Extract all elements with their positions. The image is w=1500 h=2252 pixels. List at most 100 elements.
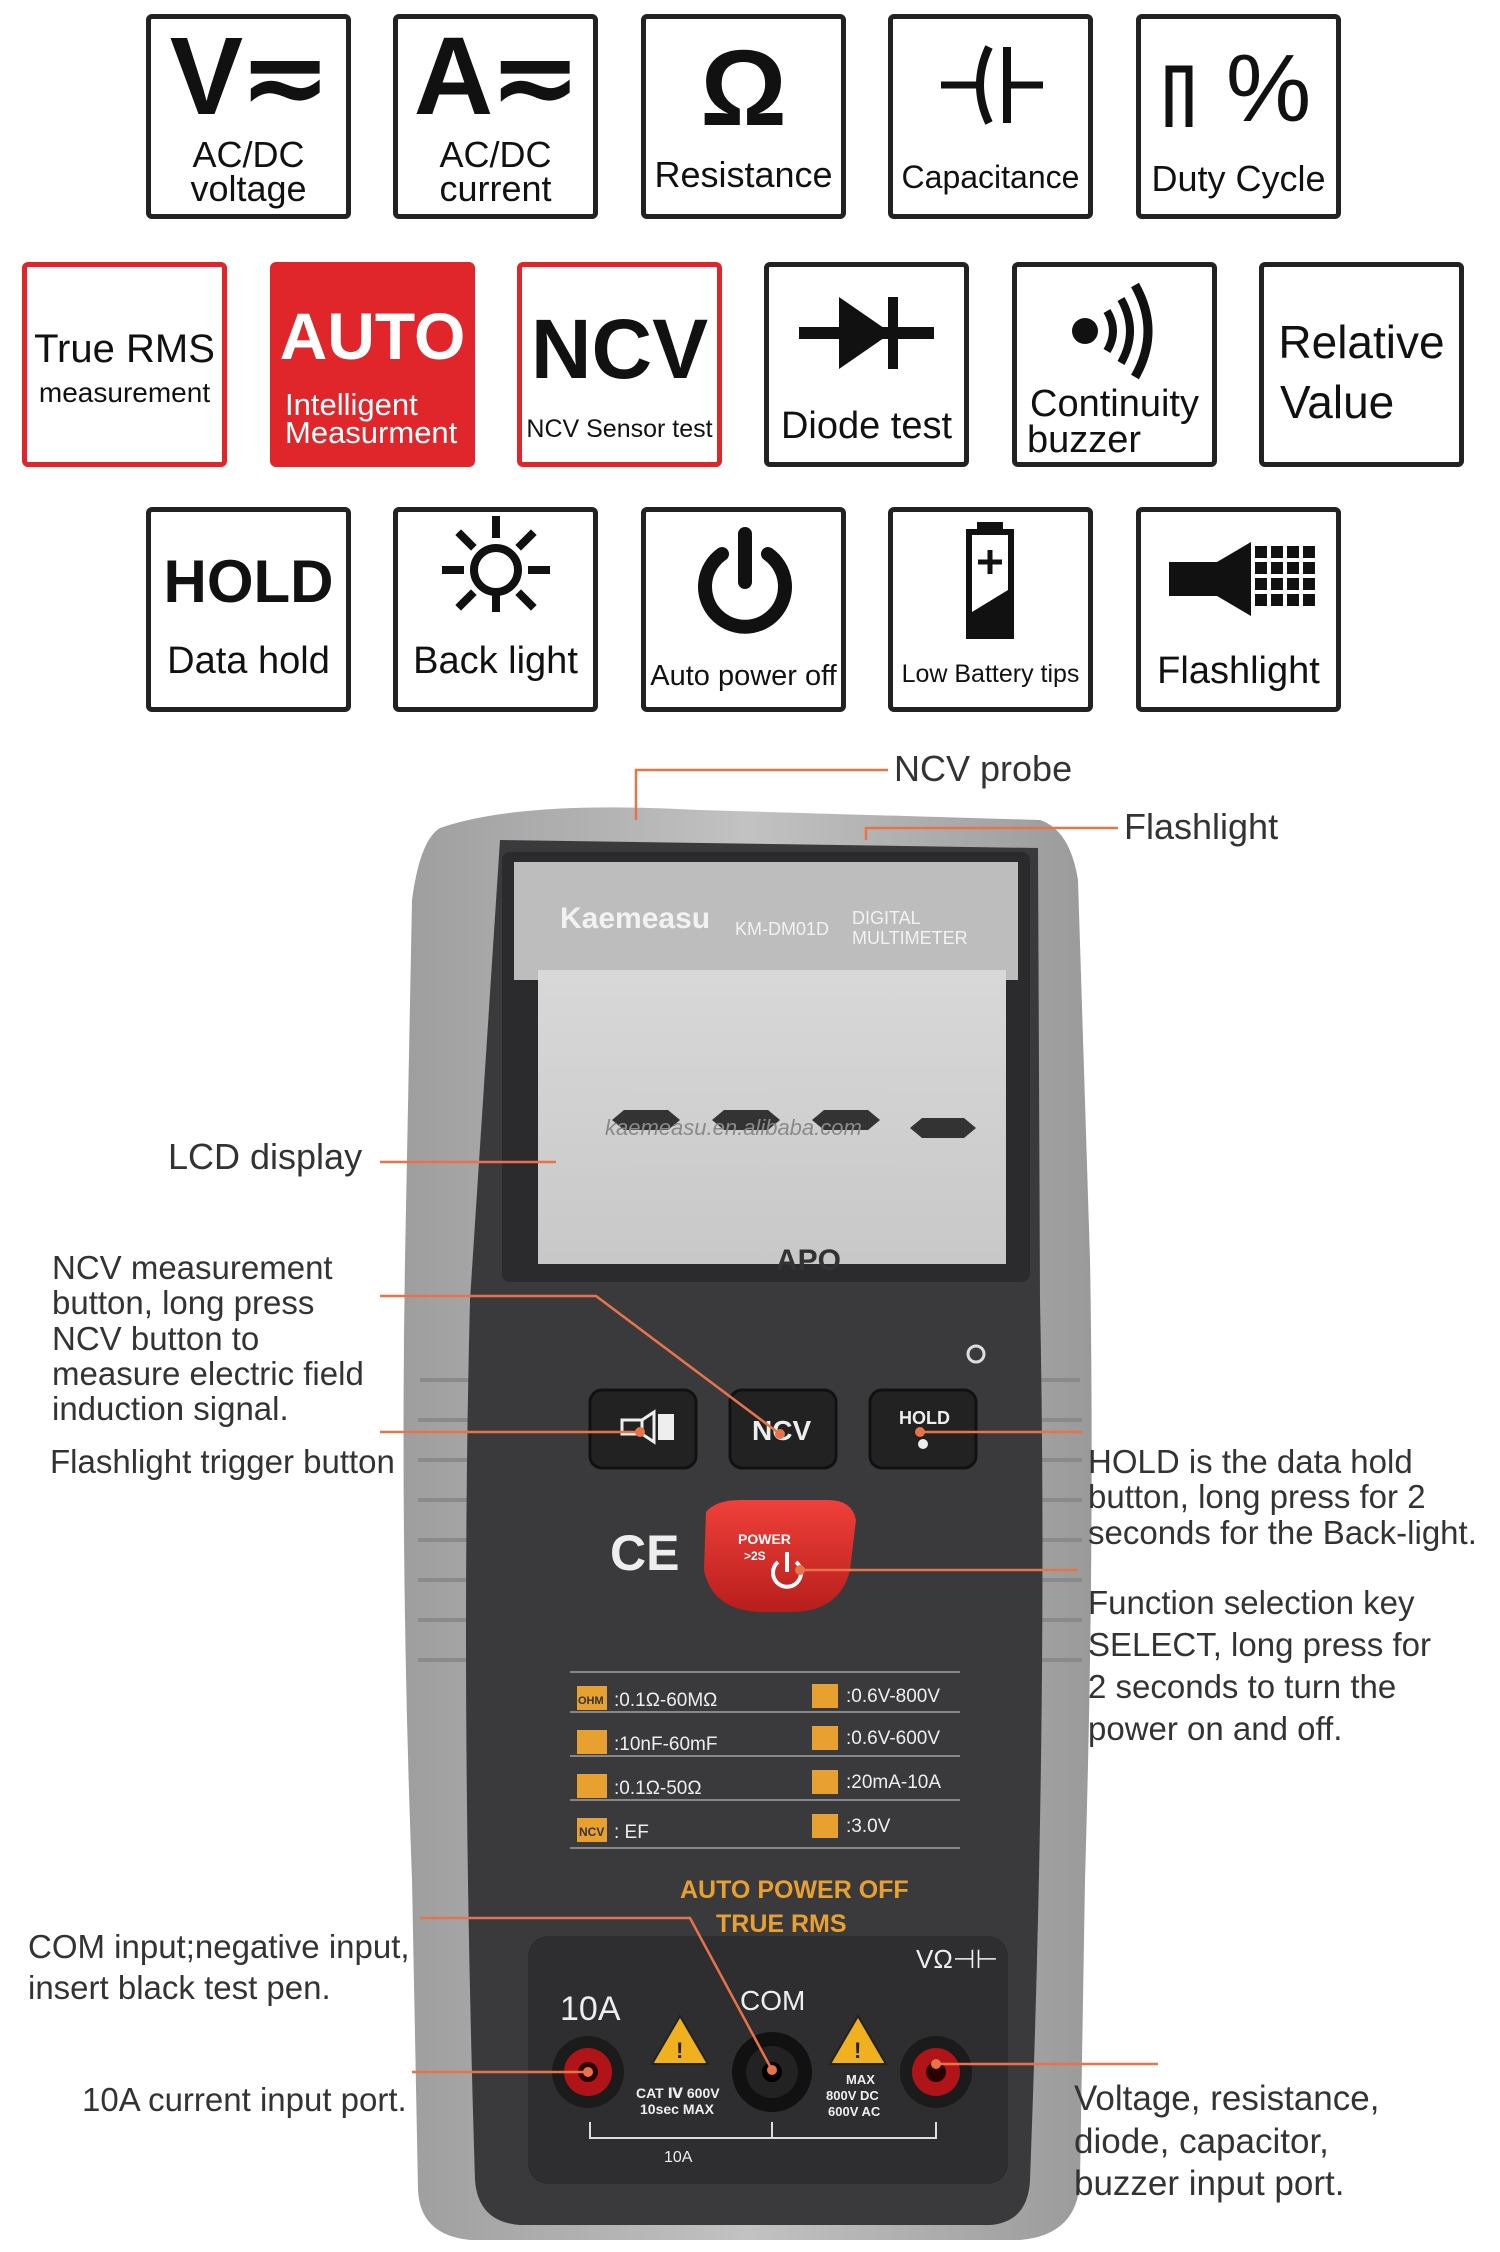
duty-label: Duty Cycle	[1151, 158, 1326, 199]
feature-duty-cycle: % Duty Cycle	[1136, 14, 1341, 219]
ncv-callout-line-4: measure electric field	[52, 1354, 364, 1392]
vport-callout-line-2: diode, capacitor,	[1074, 2121, 1329, 2161]
vport-callout-line-1: Voltage, resistance,	[1074, 2079, 1380, 2118]
continuity-icon	[1072, 282, 1153, 380]
callout-ncv-probe: NCV probe	[894, 748, 1073, 789]
true-rms-text: TRUE RMS	[716, 1910, 847, 1938]
feature-acdc-voltage: V≂ AC/DC voltage	[146, 14, 351, 219]
callout-10a: 10A current input port.	[82, 2081, 407, 2118]
percent-symbol: %	[1225, 35, 1312, 142]
feature-true-rms: True RMS measurement	[22, 262, 227, 467]
warn2-line2: 800V DC	[826, 2088, 879, 2103]
diode-label: Diode test	[780, 405, 953, 447]
feature-hold: HOLD Data hold	[146, 507, 351, 712]
flashlight-label: Flashlight	[1157, 650, 1320, 692]
current-symbol: A≂	[413, 15, 582, 138]
pulse-icon	[1165, 65, 1193, 127]
power-label-1: POWER	[738, 1531, 791, 1547]
ncv-callout-line-1: NCV measurement	[52, 1249, 333, 1286]
feature-continuity: Continuity buzzer	[1012, 262, 1217, 467]
callout-flashlight: Flashlight	[1124, 806, 1279, 847]
capacitor-icon	[941, 45, 1043, 125]
display-header	[514, 862, 1018, 980]
capacitance-label: Capacitance	[901, 159, 1080, 195]
flashlight-icon	[1169, 542, 1315, 616]
model-number: KM-DM01D	[735, 919, 829, 939]
spec-current: :20mA-10A	[846, 1772, 941, 1793]
warn1-line2: 10sec MAX	[640, 2101, 715, 2117]
func-callout-line-3: 2 seconds to turn the	[1088, 1667, 1397, 1705]
warn2-line1: MAX	[846, 2072, 875, 2087]
func-callout-line-2: SELECT, long press for	[1088, 1625, 1431, 1663]
lcd-watermark: kaemeasu.en.alibaba.com	[605, 1115, 862, 1140]
feature-acdc-current: A≂ AC/DC current	[393, 14, 598, 219]
resistance-label: Resistance	[654, 154, 833, 195]
feature-low-battery: Low Battery tips	[888, 507, 1093, 712]
continuity-label-1: Continuity	[1030, 383, 1199, 425]
battery-icon	[966, 522, 1014, 639]
spec-ohm: :0.1Ω-60MΩ	[614, 1690, 717, 1711]
feature-ncv: NCV NCV Sensor test	[517, 262, 722, 467]
hold-button-label: HOLD	[899, 1408, 950, 1428]
true-rms-label: measurement	[38, 377, 211, 408]
auto-label-1: Intelligent	[285, 387, 418, 422]
voltage-symbol: V≂	[169, 15, 332, 138]
device-type-2: MULTIMETER	[852, 928, 968, 948]
feature-auto-power-off: Auto power off	[641, 507, 846, 712]
spec-continuity: :0.1Ω-50Ω	[614, 1778, 702, 1799]
spec-capacitance: :10nF-60mF	[614, 1734, 717, 1755]
feature-resistance: Ω Resistance	[641, 14, 846, 219]
spec-diode: :3.0V	[846, 1816, 891, 1837]
vport-callout-line-3: buzzer input port.	[1074, 2164, 1345, 2204]
warn2-line3: 600V AC	[828, 2104, 881, 2119]
light-sensor	[966, 1344, 986, 1364]
true-rms-title: True RMS	[34, 327, 215, 371]
auto-label-2: Measurment	[285, 415, 458, 450]
apo-label: Auto power off	[650, 660, 837, 692]
port-com-label: COM	[740, 1985, 805, 2016]
hold-callout-line-3: seconds for the Back-light.	[1088, 1513, 1477, 1551]
brand-name: Kaemeasu	[560, 902, 710, 935]
callout-ncv-button: NCV measurement button, long press NCV b…	[52, 1249, 364, 1428]
backlight-label: Back light	[413, 640, 578, 682]
power-icon	[698, 527, 792, 634]
hold-label: Data hold	[167, 640, 330, 682]
callout-flashlight-button: Flashlight trigger button	[50, 1443, 395, 1480]
com-callout-line-2: insert black test pen.	[28, 1969, 331, 2007]
voltage-label-1: AC/DC	[192, 134, 305, 175]
callout-com: COM input;negative input, insert black t…	[28, 1926, 410, 2009]
feature-relative: Relative Value	[1259, 262, 1464, 467]
current-label-1: AC/DC	[439, 134, 552, 175]
hold-callout-line-2: button, long press for 2	[1088, 1478, 1426, 1516]
warn1-line1: CAT Ⅳ 600V	[636, 2085, 720, 2101]
relative-label-2: Value	[1280, 376, 1395, 428]
lcd-apo: APO	[776, 1244, 841, 1277]
callout-lcd: LCD display	[168, 1136, 363, 1177]
callout-v-port: Voltage, resistance, diode, capacitor, b…	[1074, 2078, 1379, 2206]
spec-ncv-tag: NCV	[579, 1825, 604, 1839]
ncv-callout-line-5: induction signal.	[52, 1390, 289, 1428]
port-vohm[interactable]	[900, 2036, 972, 2108]
port-10a-label: 10A	[560, 1990, 621, 2028]
ncv-callout-line-2: button, long press	[52, 1284, 315, 1322]
voltage-label-2: voltage	[190, 168, 307, 209]
callout-hold: HOLD is the data hold button, long press…	[1088, 1444, 1477, 1550]
feature-backlight: Back light	[393, 507, 598, 712]
hold-callout-line-1: HOLD is the data hold	[1088, 1443, 1413, 1480]
ce-mark: CE	[610, 1525, 679, 1581]
spec-ncv: : EF	[614, 1822, 649, 1843]
func-callout-line-1: Function selection key	[1088, 1584, 1415, 1621]
port-v-label: VΩ⊣⊢	[916, 1944, 998, 1974]
svg-text:!: !	[854, 2038, 861, 2063]
battery-label: Low Battery tips	[901, 660, 1080, 688]
feature-flashlight: Flashlight	[1136, 507, 1341, 712]
svg-text:!: !	[676, 2038, 683, 2063]
power-label-2: >2S	[744, 1549, 766, 1563]
func-callout-line-4: power on and off.	[1088, 1709, 1343, 1747]
auto-power-off-text: AUTO POWER OFF	[680, 1876, 909, 1904]
power-select-button[interactable]: POWER >2S	[704, 1500, 856, 1612]
ncv-title: NCV	[530, 302, 709, 396]
feature-capacitance: Capacitance	[888, 14, 1093, 219]
ncv-label: NCV Sensor test	[526, 415, 713, 443]
